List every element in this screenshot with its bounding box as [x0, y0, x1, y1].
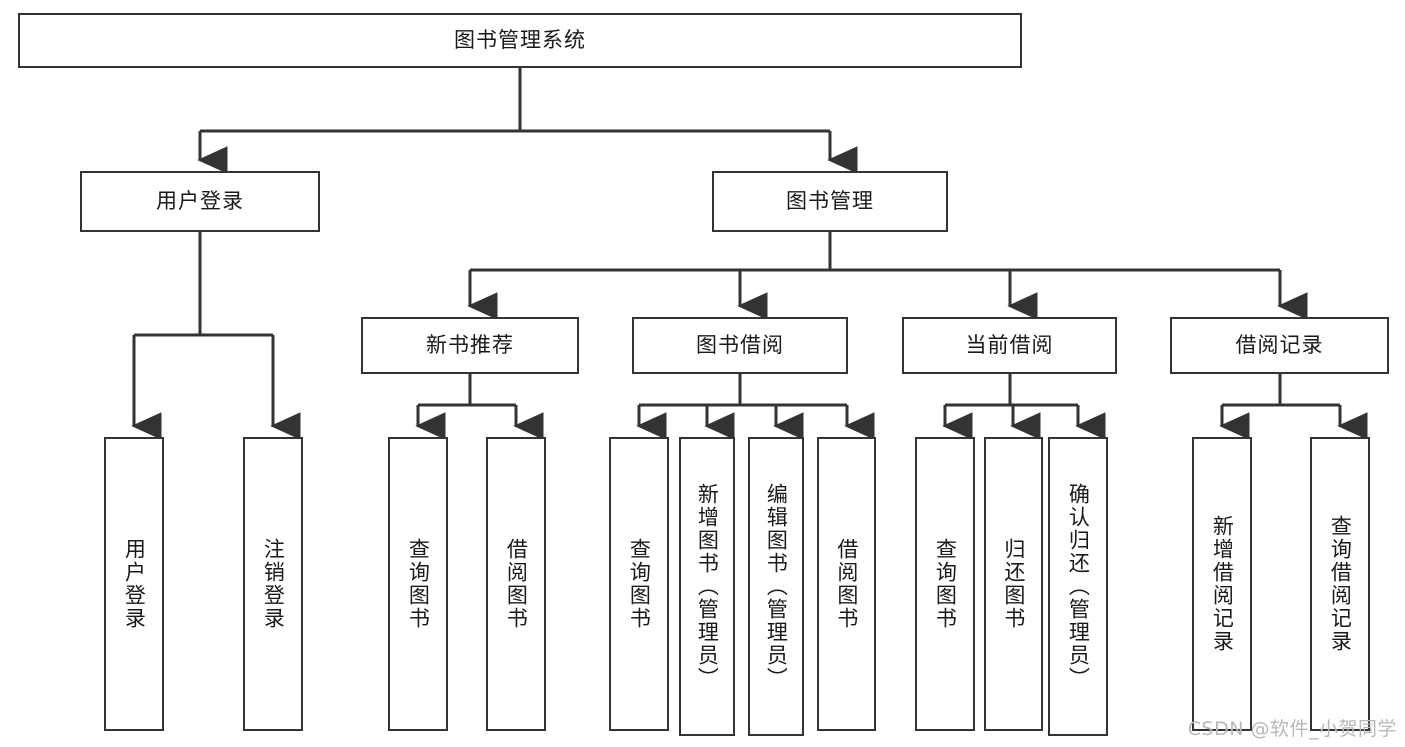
node-borrow-record-label: 借阅记录	[1235, 332, 1324, 357]
leaf-user-login[interactable]: 用户登录	[104, 437, 164, 731]
leaf-add-book-admin[interactable]: 新增图书（管理员）	[679, 437, 735, 736]
node-user-login[interactable]: 用户登录	[80, 171, 320, 232]
leaf-edit-book-admin-label: 编辑图书（管理员）	[764, 483, 789, 690]
node-user-login-label: 用户登录	[156, 188, 244, 213]
node-borrow-record[interactable]: 借阅记录	[1170, 317, 1389, 374]
node-new-book-recommend[interactable]: 新书推荐	[361, 317, 579, 374]
leaf-borrow-book-newbook-label: 借阅图书	[504, 538, 529, 630]
leaf-borrow-book-label: 借阅图书	[834, 538, 859, 630]
node-current-borrow[interactable]: 当前借阅	[902, 317, 1117, 374]
leaf-return-book-label: 归还图书	[1001, 538, 1026, 630]
leaf-return-book[interactable]: 归还图书	[984, 437, 1043, 731]
leaf-edit-book-admin[interactable]: 编辑图书（管理员）	[748, 437, 804, 736]
leaf-query-book-current[interactable]: 查询图书	[915, 437, 975, 731]
leaf-confirm-return-admin-label: 确认归还（管理员）	[1066, 483, 1091, 690]
leaf-query-book-newbook-label: 查询图书	[406, 538, 431, 630]
watermark: CSDN @软件_小贺同学	[1187, 718, 1397, 740]
leaf-borrow-book-newbook[interactable]: 借阅图书	[486, 437, 546, 731]
leaf-logout-label: 注销登录	[261, 538, 286, 630]
node-book-management[interactable]: 图书管理	[712, 171, 948, 232]
leaf-query-book-current-label: 查询图书	[933, 538, 958, 630]
leaf-query-book-newbook[interactable]: 查询图书	[388, 437, 448, 731]
leaf-add-borrow-record-label: 新增借阅记录	[1210, 515, 1235, 653]
leaf-borrow-book[interactable]: 借阅图书	[817, 437, 876, 731]
leaf-query-borrow-record[interactable]: 查询借阅记录	[1310, 437, 1370, 731]
node-book-borrow-label: 图书借阅	[696, 332, 784, 357]
node-root[interactable]: 图书管理系统	[18, 13, 1022, 68]
leaf-add-borrow-record[interactable]: 新增借阅记录	[1192, 437, 1252, 731]
leaf-confirm-return-admin[interactable]: 确认归还（管理员）	[1048, 437, 1108, 736]
leaf-query-book-borrow[interactable]: 查询图书	[609, 437, 669, 731]
node-root-label: 图书管理系统	[454, 27, 586, 52]
leaf-query-book-borrow-label: 查询图书	[627, 538, 652, 630]
leaf-user-login-label: 用户登录	[122, 538, 147, 630]
node-book-borrow[interactable]: 图书借阅	[632, 317, 848, 374]
node-current-borrow-label: 当前借阅	[965, 332, 1054, 357]
leaf-add-book-admin-label: 新增图书（管理员）	[695, 483, 720, 690]
node-new-book-recommend-label: 新书推荐	[426, 332, 514, 357]
node-book-management-label: 图书管理	[786, 188, 874, 213]
leaf-logout[interactable]: 注销登录	[243, 437, 303, 731]
leaf-query-borrow-record-label: 查询借阅记录	[1328, 515, 1353, 653]
